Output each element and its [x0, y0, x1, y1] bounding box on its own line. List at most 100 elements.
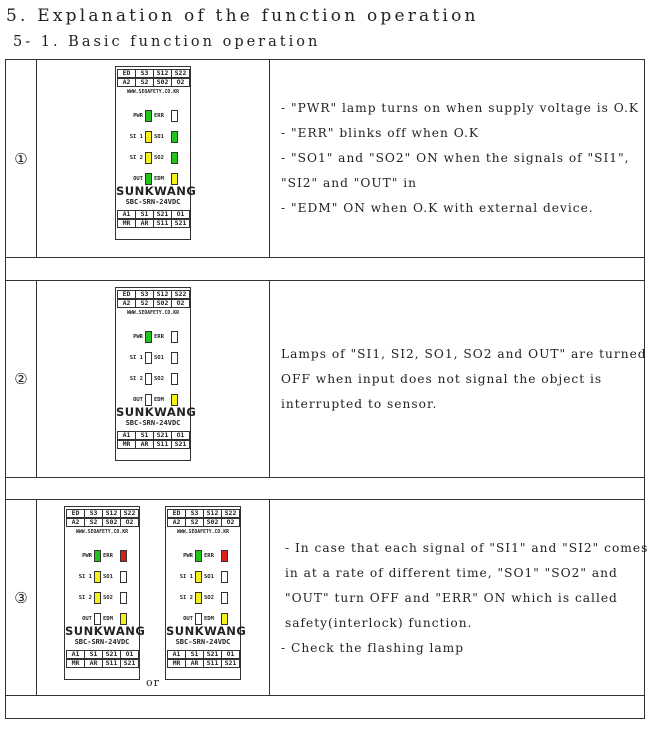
indicator-lamp	[195, 613, 202, 625]
terminal-label: S12	[203, 509, 222, 518]
module-url: WWW.SEOAFETY.CO.KR	[127, 90, 179, 95]
terminal-label: ED	[117, 69, 136, 78]
terminal-label: S21	[203, 650, 222, 659]
description-line: - "EDM" ON when O.K with external device…	[281, 201, 594, 215]
lamp-label: SO1	[103, 574, 113, 580]
indicator-lamp	[145, 173, 152, 185]
lamp-label: SI 2	[179, 595, 193, 601]
terminal-label: S2	[135, 78, 154, 87]
terminal-label: ED	[167, 509, 186, 518]
row-number: ②	[6, 281, 37, 477]
terminal-label: A1	[117, 210, 136, 219]
indicator-lamp	[195, 550, 202, 562]
terminal-label: S21	[102, 650, 121, 659]
lamp-label: SO2	[103, 595, 113, 601]
lamp-label: SI 1	[78, 574, 92, 580]
terminal-label: S3	[135, 290, 154, 299]
row-number: ③	[6, 500, 37, 695]
indicator-lamp	[171, 352, 178, 364]
indicator-lamp	[145, 110, 152, 122]
description-line: in at a rate of different time, "SO1" "S…	[285, 566, 618, 580]
terminal-label: S1	[185, 650, 204, 659]
terminal-label: S22	[171, 69, 190, 78]
description-line: interrupted to sensor.	[281, 397, 438, 411]
lamp-label: ERR	[154, 334, 164, 340]
lamp-label: ERR	[154, 113, 164, 119]
terminal-label: S3	[185, 509, 204, 518]
indicator-lamp	[94, 592, 101, 604]
terminal-label: O1	[171, 210, 190, 219]
indicator-lamp	[145, 152, 152, 164]
lamp-label: EDM	[154, 397, 164, 403]
terminal-label: S2	[185, 518, 204, 527]
row-separator	[6, 478, 644, 500]
row-number: ①	[6, 60, 37, 257]
terminal-label: S3	[84, 509, 103, 518]
indicator-lamp	[171, 394, 178, 406]
indicator-lamp	[171, 131, 178, 143]
module-brand: SUNKWANG	[65, 624, 146, 638]
description-cell: - "PWR" lamp turns on when supply voltag…	[269, 60, 644, 257]
lamp-label: EDM	[103, 616, 113, 622]
lamp-label: PWR	[183, 553, 193, 559]
module-model: SBC-SRN-24VDC	[74, 638, 130, 646]
description-line: safety(interlock) function.	[285, 616, 473, 630]
indicator-lamp	[171, 331, 178, 343]
terminal-label: S12	[153, 290, 172, 299]
description-line: - "PWR" lamp turns on when supply voltag…	[281, 101, 640, 115]
terminal-label: O2	[171, 299, 190, 308]
lamp-row: OUT EDM	[166, 613, 240, 625]
lamp-label: SI 1	[129, 134, 143, 140]
terminal-label: S21	[153, 210, 172, 219]
indicator-lamp	[171, 173, 178, 185]
module-model: SBC-SRN-24VDC	[175, 638, 231, 646]
terminal-label: O2	[171, 78, 190, 87]
lamp-label: OUT	[183, 616, 193, 622]
module-model: SBC-SRN-24VDC	[125, 198, 181, 206]
indicator-lamp	[195, 592, 202, 604]
indicator-lamp	[195, 571, 202, 583]
indicator-lamp	[94, 571, 101, 583]
description-cell: - In case that each signal of "SI1" and …	[269, 500, 647, 695]
lamp-label: EDM	[204, 616, 214, 622]
terminal-label: S3	[135, 69, 154, 78]
indicator-lamp	[94, 613, 101, 625]
terminal-label: A2	[167, 518, 186, 527]
module-url: WWW.SEOAFETY.CO.KR	[76, 530, 128, 535]
indicator-lamp	[145, 131, 152, 143]
terminal-label: AR	[185, 659, 204, 668]
terminal-label: S11	[153, 440, 172, 449]
subsection-heading: 5- 1. Basic function operation	[13, 34, 321, 50]
terminal-label: S12	[102, 509, 121, 518]
terminal-label: S12	[153, 69, 172, 78]
terminal-label: S21	[171, 440, 190, 449]
lamp-label: OUT	[133, 176, 143, 182]
terminal-label: S1	[84, 650, 103, 659]
indicator-lamp	[145, 331, 152, 343]
module-brand: SUNKWANG	[166, 624, 247, 638]
lamp-label: SI 1	[179, 574, 193, 580]
lamp-row: OUT EDM	[116, 394, 190, 406]
terminal-label: O1	[120, 650, 139, 659]
description-line: "SI2" and "OUT" in	[281, 176, 418, 190]
lamp-label: OUT	[133, 397, 143, 403]
indicator-lamp	[171, 110, 178, 122]
